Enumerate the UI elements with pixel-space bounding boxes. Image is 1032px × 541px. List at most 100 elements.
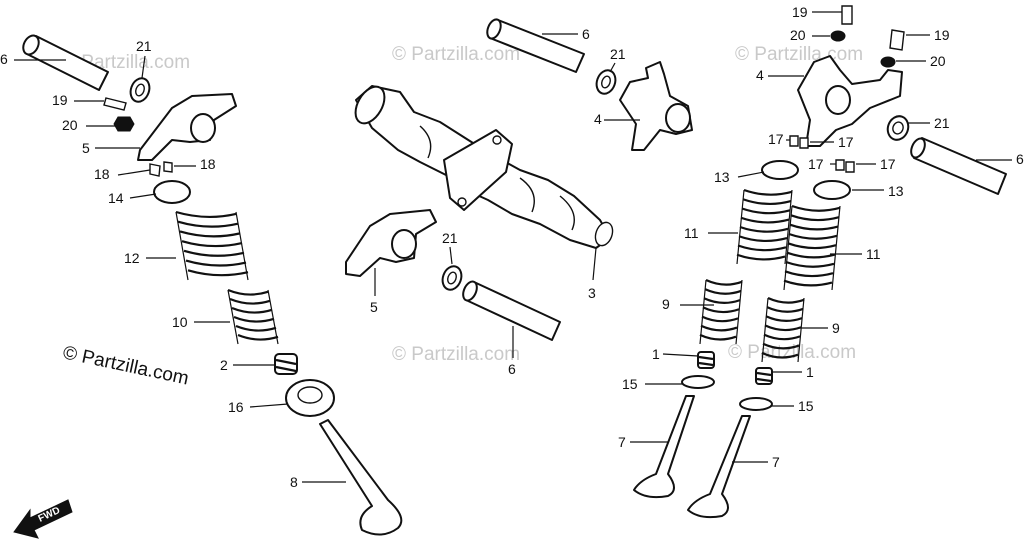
leader-line bbox=[592, 247, 597, 281]
part-callout-6: 6 bbox=[508, 361, 516, 377]
outer-valve-spring bbox=[175, 210, 249, 281]
camshaft bbox=[354, 85, 614, 249]
part-callout-9: 9 bbox=[832, 320, 840, 336]
rocker-arm bbox=[619, 61, 693, 151]
part-callout-11: 11 bbox=[866, 246, 881, 262]
part-callout-14: 14 bbox=[108, 190, 124, 206]
thrust-washer bbox=[441, 265, 463, 291]
watermark: © Partzilla.com bbox=[392, 44, 520, 65]
adjusting-screw bbox=[103, 97, 127, 111]
part-callout-12: 12 bbox=[124, 250, 140, 266]
part-callout-19: 19 bbox=[934, 27, 950, 43]
part-callout-4: 4 bbox=[594, 111, 602, 127]
rocker-shaft bbox=[910, 137, 1007, 195]
leader-line bbox=[737, 171, 765, 178]
inner-valve-spring bbox=[699, 278, 743, 345]
rocker-shaft bbox=[486, 18, 585, 73]
part-callout-5: 5 bbox=[82, 140, 90, 156]
inner-valve-spring bbox=[761, 296, 805, 363]
part-callout-20: 20 bbox=[62, 117, 78, 133]
part-callout-21: 21 bbox=[442, 230, 458, 246]
part-callout-13: 13 bbox=[714, 169, 730, 185]
leader-line bbox=[662, 353, 699, 357]
part-callout-3: 3 bbox=[588, 285, 596, 301]
part-callout-21: 21 bbox=[136, 38, 152, 54]
part-callout-2: 2 bbox=[220, 357, 228, 373]
adjusting-screw bbox=[889, 29, 905, 51]
part-callout-21: 21 bbox=[934, 115, 950, 131]
part-callout-6: 6 bbox=[0, 51, 8, 67]
valve-cotters bbox=[789, 135, 855, 173]
intake-valve bbox=[633, 395, 695, 499]
leader-line bbox=[117, 169, 151, 176]
part-callout-15: 15 bbox=[798, 398, 814, 414]
part-callout-17: 17 bbox=[768, 131, 784, 147]
spring-retainer bbox=[153, 180, 191, 204]
spring-seat bbox=[681, 375, 715, 389]
rocker-arm bbox=[137, 93, 237, 161]
rocker-arm bbox=[797, 55, 903, 147]
part-callout-1: 1 bbox=[806, 364, 814, 380]
thrust-washer bbox=[595, 69, 617, 95]
part-callout-6: 6 bbox=[1016, 151, 1024, 167]
stem-seal bbox=[697, 351, 715, 369]
part-callout-19: 19 bbox=[792, 4, 808, 20]
lock-nut bbox=[113, 116, 135, 132]
part-callout-20: 20 bbox=[930, 53, 946, 69]
lock-nut bbox=[830, 30, 846, 42]
part-callout-18: 18 bbox=[94, 166, 110, 182]
part-callout-21: 21 bbox=[610, 46, 626, 62]
part-callout-7: 7 bbox=[772, 454, 780, 470]
part-callout-17: 17 bbox=[808, 156, 824, 172]
part-callout-5: 5 bbox=[370, 299, 378, 315]
part-callout-4: 4 bbox=[756, 67, 764, 83]
part-callout-7: 7 bbox=[618, 434, 626, 450]
part-callout-10: 10 bbox=[172, 314, 188, 330]
watermark: © Partzilla.com bbox=[728, 342, 856, 363]
inner-valve-spring bbox=[227, 288, 279, 345]
watermark: © Partzilla.com bbox=[735, 44, 863, 65]
part-callout-11: 11 bbox=[684, 225, 699, 241]
forward-direction-marker: FWD bbox=[13, 499, 73, 539]
stem-seal bbox=[755, 367, 773, 385]
leader-line bbox=[141, 55, 146, 79]
part-callout-17: 17 bbox=[838, 134, 854, 150]
thrust-washer bbox=[129, 77, 151, 103]
rocker-shaft bbox=[22, 34, 109, 91]
part-callout-1: 1 bbox=[652, 346, 660, 362]
part-callout-19: 19 bbox=[52, 92, 68, 108]
spring-seat bbox=[285, 379, 335, 417]
callout-leaders bbox=[14, 11, 1012, 483]
part-callout-16: 16 bbox=[228, 399, 244, 415]
part-callout-6: 6 bbox=[582, 26, 590, 42]
part-callout-13: 13 bbox=[888, 183, 904, 199]
outer-valve-spring bbox=[783, 204, 841, 291]
part-callout-15: 15 bbox=[622, 376, 638, 392]
copyright-text: © Partzilla.com bbox=[61, 342, 191, 389]
exhaust-valve bbox=[319, 419, 403, 536]
outer-valve-spring bbox=[736, 188, 793, 265]
thrust-washer bbox=[886, 115, 910, 141]
leader-line bbox=[449, 246, 453, 265]
rocker-shaft bbox=[462, 280, 561, 341]
intake-valve bbox=[687, 415, 751, 519]
part-callout-17: 17 bbox=[880, 156, 896, 172]
part-callout-9: 9 bbox=[662, 296, 670, 312]
watermark: © Partzilla.com bbox=[392, 344, 520, 365]
leader-line bbox=[249, 403, 289, 408]
leader-line bbox=[129, 193, 157, 199]
spring-seat bbox=[739, 397, 773, 411]
part-callout-20: 20 bbox=[790, 27, 806, 43]
valve-cotters bbox=[149, 161, 173, 177]
spring-retainer bbox=[813, 180, 851, 200]
part-callout-8: 8 bbox=[290, 474, 298, 490]
spring-retainer bbox=[761, 160, 799, 180]
lock-nut bbox=[880, 56, 896, 68]
leader-line bbox=[609, 62, 616, 73]
part-callout-18: 18 bbox=[200, 156, 216, 172]
stem-seal bbox=[274, 353, 298, 375]
adjusting-screw bbox=[841, 5, 853, 25]
rocker-arm bbox=[345, 209, 437, 277]
